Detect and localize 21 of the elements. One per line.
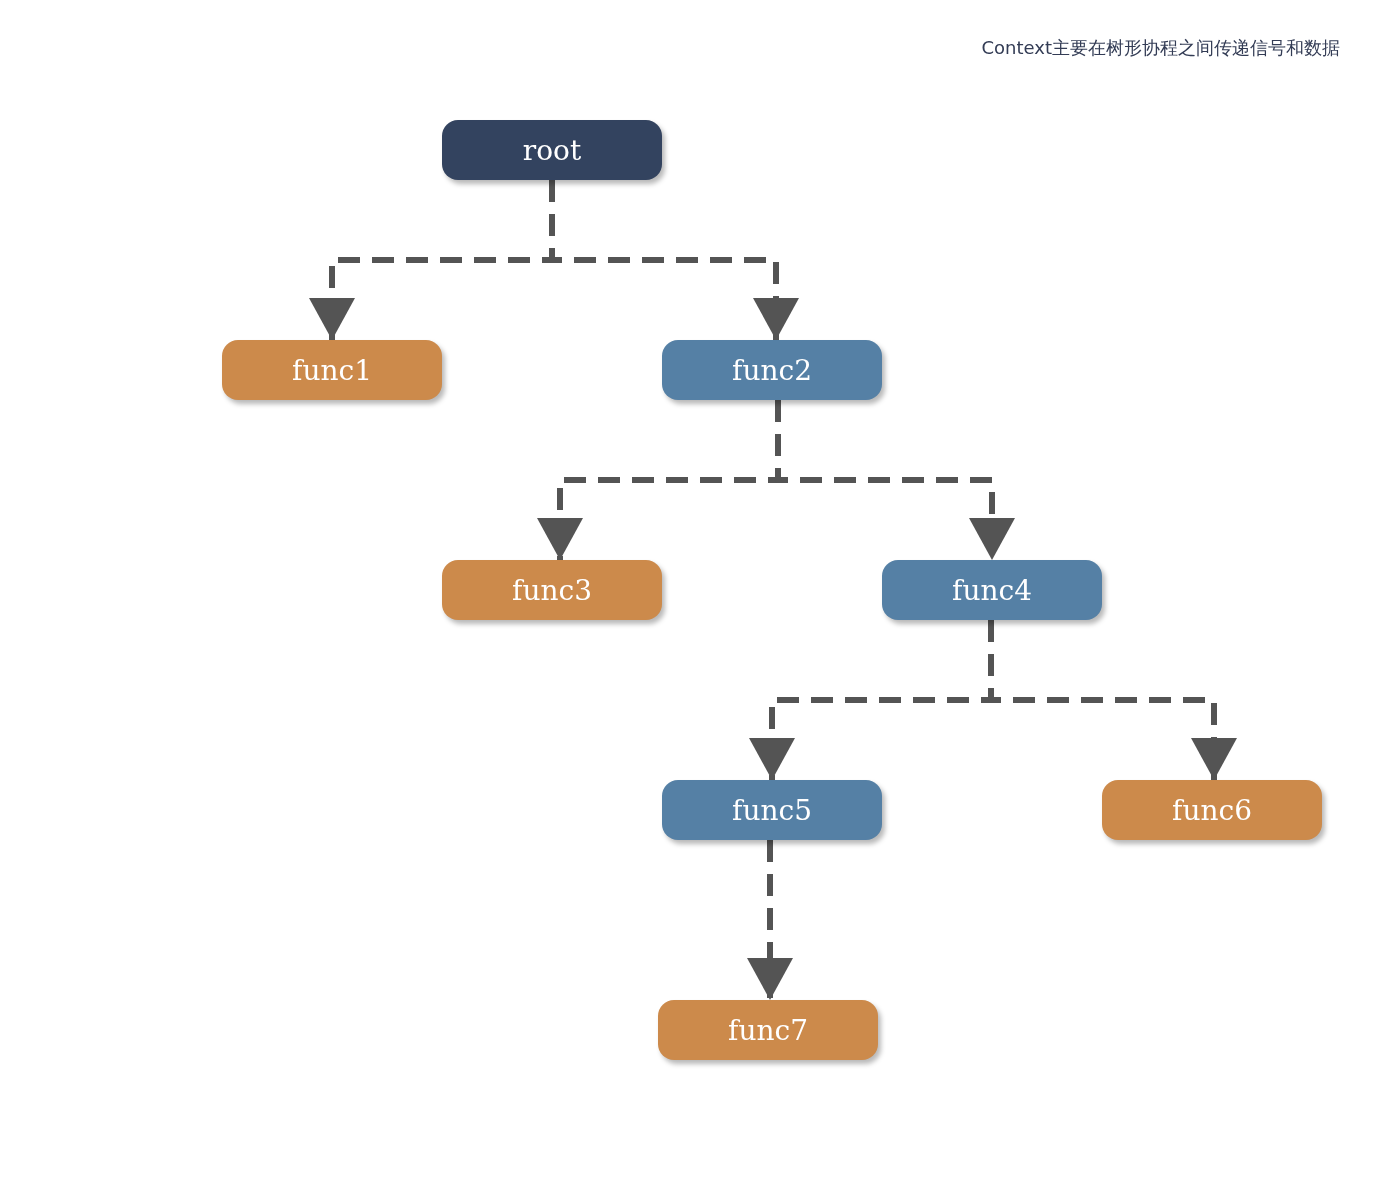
rounded-node-box <box>658 1000 878 1060</box>
dashed-arrow <box>549 180 799 340</box>
node-label: func6 <box>1172 793 1252 827</box>
node-label: func7 <box>728 1013 808 1047</box>
rounded-node-box <box>662 340 882 400</box>
dashed-arrow <box>775 400 1015 560</box>
node-label: func5 <box>732 793 812 827</box>
diagram-title: Context主要在树形协程之间传递信号和数据 <box>981 36 1340 60</box>
rounded-node-box <box>442 120 662 180</box>
node-label: func1 <box>292 353 372 387</box>
node-label: root <box>522 133 582 167</box>
rounded-node-box <box>1102 780 1322 840</box>
dashed-arrow <box>988 620 1237 780</box>
node-label: func3 <box>512 573 592 607</box>
node-label: func2 <box>732 353 812 387</box>
rounded-node-box <box>222 340 442 400</box>
rounded-node-box <box>882 560 1102 620</box>
rounded-node-box <box>442 560 662 620</box>
node-label: func4 <box>952 573 1032 607</box>
rounded-node-box <box>662 780 882 840</box>
dashed-arrow <box>747 840 793 1000</box>
